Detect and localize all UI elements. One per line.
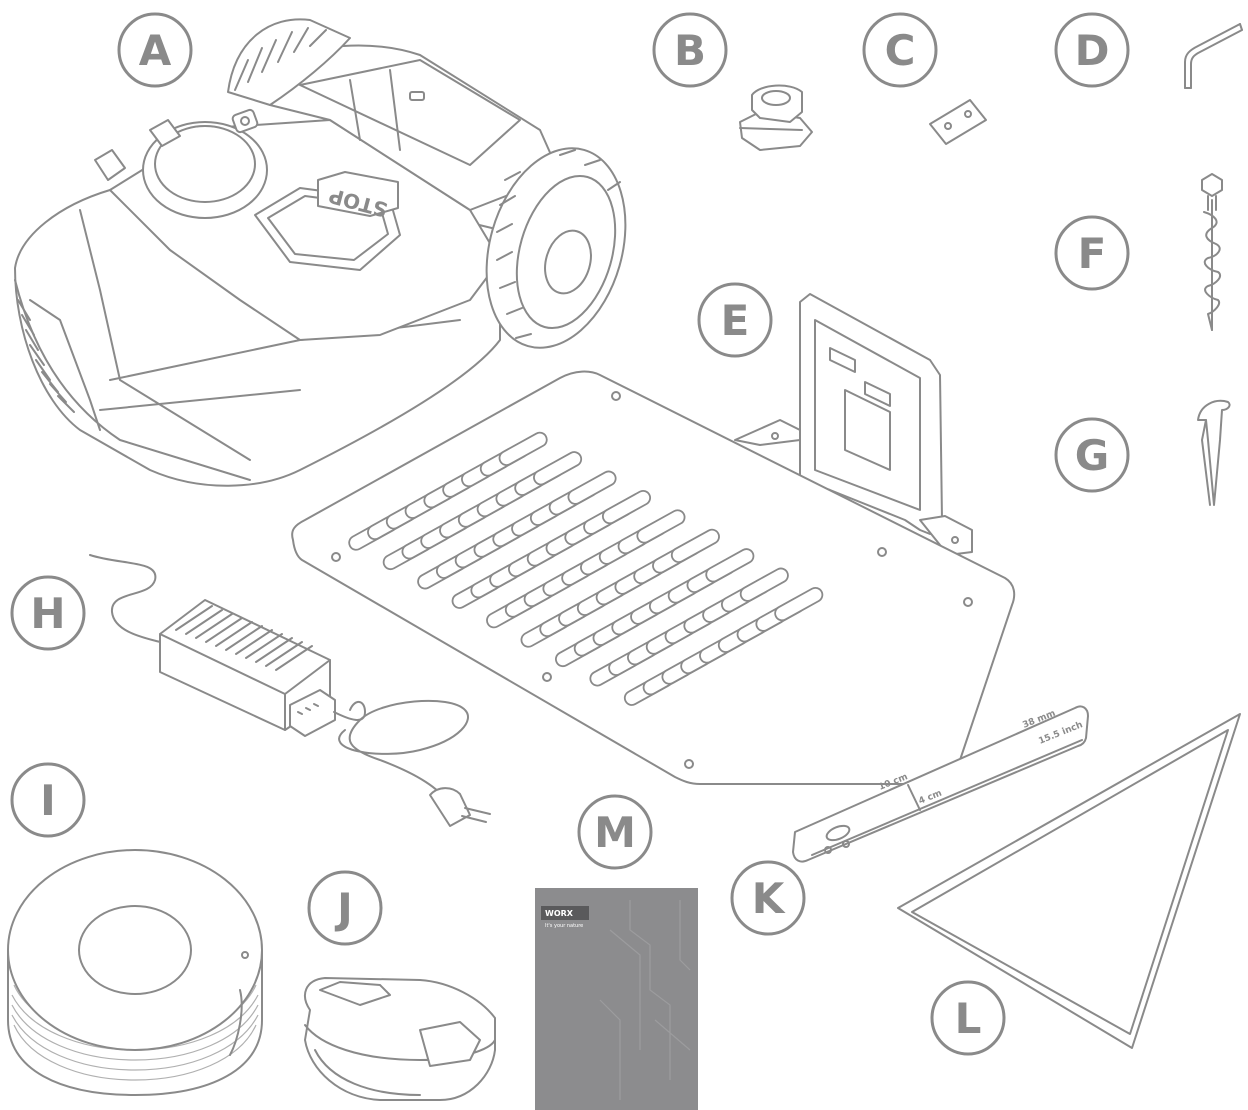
svg-text:L: L xyxy=(955,994,982,1043)
svg-text:B: B xyxy=(674,26,706,75)
peg xyxy=(1198,401,1230,505)
label-A: A xyxy=(119,14,191,86)
svg-text:D: D xyxy=(1075,26,1110,75)
boundary-wire-spool xyxy=(8,850,262,1095)
label-K: K xyxy=(732,862,804,934)
label-F: F xyxy=(1056,217,1128,289)
label-C: C xyxy=(864,14,936,86)
user-manual: WORX It's your nature xyxy=(535,888,698,1110)
svg-text:A: A xyxy=(139,26,172,75)
manual-brand: WORX xyxy=(545,909,574,918)
battery xyxy=(305,978,495,1100)
svg-text:I: I xyxy=(40,776,56,825)
label-I: I xyxy=(12,764,84,836)
label-H: H xyxy=(12,577,84,649)
label-B: B xyxy=(654,14,726,86)
svg-text:K: K xyxy=(752,874,786,923)
label-L: L xyxy=(932,982,1004,1054)
hex-wrench xyxy=(1185,24,1242,88)
svg-text:G: G xyxy=(1075,431,1109,480)
label-M: M xyxy=(579,796,651,868)
wire-connector xyxy=(740,86,812,150)
svg-text:F: F xyxy=(1078,229,1107,278)
svg-text:C: C xyxy=(885,26,916,75)
svg-text:J: J xyxy=(334,884,353,933)
screw xyxy=(1202,174,1222,330)
label-J: J xyxy=(309,872,381,944)
label-G: G xyxy=(1056,419,1128,491)
svg-text:E: E xyxy=(721,296,750,345)
svg-text:H: H xyxy=(30,589,65,638)
manual-tagline: It's your nature xyxy=(545,923,583,929)
svg-text:M: M xyxy=(594,808,636,857)
blade xyxy=(930,100,986,144)
label-E: E xyxy=(699,284,771,356)
label-D: D xyxy=(1056,14,1128,86)
